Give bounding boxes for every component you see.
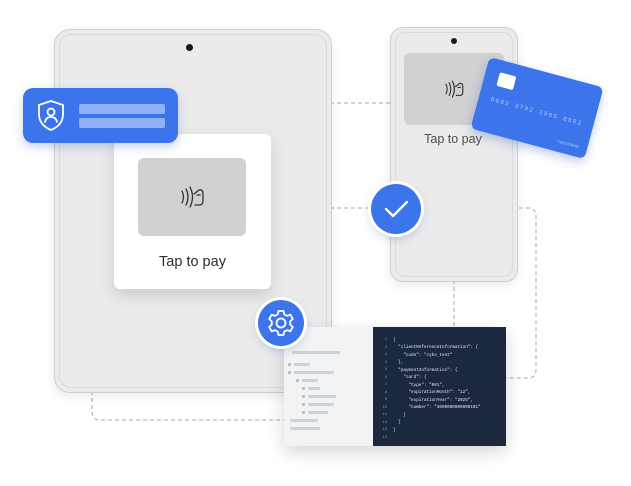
code-line: "code": "cybs_test" <box>393 352 453 358</box>
tree-folder-icon <box>296 379 299 382</box>
code-line: "paymentInformation": { <box>393 367 458 373</box>
line-number: 13 <box>382 428 387 432</box>
phone-camera <box>451 38 457 44</box>
contactless-pay-icon <box>181 186 204 208</box>
connector-tablet-editor <box>91 391 284 421</box>
line-number: 9 <box>384 398 387 402</box>
card-number: 8682 3792 2865 8882 <box>489 95 584 128</box>
tree-item[interactable] <box>294 363 310 366</box>
code-line: "type": "001", <box>393 382 445 388</box>
tablet-bezel <box>59 34 327 388</box>
tree-item[interactable] <box>292 351 340 354</box>
connector-check-card <box>421 207 537 379</box>
code-line: { <box>393 337 396 343</box>
tree-file-icon <box>302 387 305 390</box>
code-line: "number": "4000000000000101" <box>393 405 481 410</box>
contactless-pay-icon <box>445 80 464 98</box>
checkmark-icon <box>384 200 409 218</box>
line-number: 10 <box>382 405 387 410</box>
line-number: 3 <box>384 353 387 357</box>
tree-item[interactable] <box>290 419 318 422</box>
tree-item[interactable] <box>294 371 334 374</box>
code-line: }, <box>393 360 404 365</box>
code-line: "card": { <box>393 375 427 380</box>
code-line: "expirationYear": "2025", <box>393 397 473 403</box>
line-number: 6 <box>384 375 387 380</box>
payment-terminal-screen <box>138 158 246 236</box>
success-check-button[interactable] <box>371 184 421 234</box>
tree-file-icon <box>302 395 305 398</box>
code-line: } <box>393 427 396 433</box>
card-brand: card brand <box>557 138 580 149</box>
code-line: } <box>393 412 406 418</box>
phone-bezel <box>395 32 513 277</box>
line-number: 4 <box>384 360 387 365</box>
line-number: 2 <box>384 345 387 350</box>
tree-file-icon <box>302 411 305 414</box>
security-text-bar <box>79 118 165 128</box>
tree-item[interactable] <box>308 403 334 406</box>
card-chip <box>496 72 517 91</box>
tree-file-icon <box>302 403 305 406</box>
line-number: 5 <box>384 368 387 372</box>
line-number: 1 <box>384 338 387 342</box>
line-number: 8 <box>384 390 387 395</box>
code-line: "expirationMonth": "12", <box>393 390 471 395</box>
line-number: 12 <box>382 420 387 425</box>
tree-item[interactable] <box>290 427 320 430</box>
code-editor: 1 2 3 4 5 6 7 8 9 10 11 12 13 14 { "clie… <box>284 327 506 446</box>
tablet-camera <box>186 44 193 51</box>
tap-to-pay-card[interactable]: Tap to pay <box>114 134 271 289</box>
tree-item[interactable] <box>308 395 336 398</box>
tap-to-pay-label: Tap to pay <box>159 254 226 270</box>
tree-item[interactable] <box>308 411 328 414</box>
shield-user-icon <box>38 100 64 131</box>
line-number: 7 <box>384 383 387 387</box>
tree-folder-icon <box>288 371 291 374</box>
security-text-bar <box>79 104 165 114</box>
line-number: 14 <box>382 435 387 440</box>
phone-tap-to-pay-label: Tap to pay <box>424 132 482 146</box>
line-number: 11 <box>382 413 387 417</box>
tree-folder-icon <box>288 363 291 366</box>
settings-gear-button[interactable] <box>258 300 304 346</box>
tree-item[interactable] <box>302 379 318 382</box>
code-line: } <box>393 420 401 425</box>
file-tree-panel <box>284 327 373 446</box>
gear-icon <box>268 310 294 336</box>
security-badge <box>23 88 178 143</box>
tree-item[interactable] <box>308 387 320 390</box>
code-line: "clientReferenceInformation": { <box>393 345 479 350</box>
code-panel: 1 2 3 4 5 6 7 8 9 10 11 12 13 14 { "clie… <box>373 327 506 446</box>
